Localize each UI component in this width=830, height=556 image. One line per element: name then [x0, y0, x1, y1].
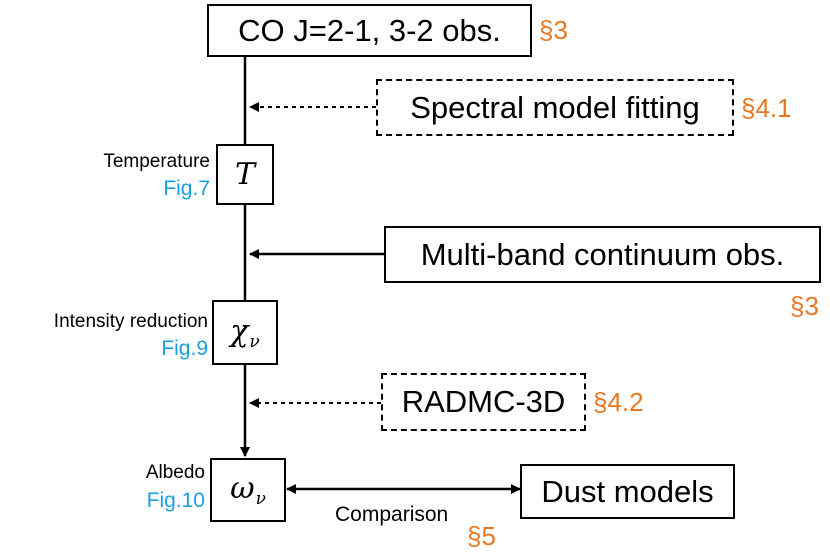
multiband-ref: §3 [790, 291, 819, 321]
co-obs-label: CO J=2-1, 3-2 obs. [238, 12, 501, 48]
dust-models-box: Dust models [520, 464, 735, 519]
temperature-caption: Temperature [103, 151, 210, 172]
intensity-fig-ref: Fig.9 [161, 337, 208, 360]
spectral-fit-label: Spectral model fitting [410, 89, 700, 125]
comparison-ref: §5 [467, 521, 496, 551]
albedo-fig-ref: Fig.10 [146, 489, 205, 512]
albedo-symbol: ων [230, 471, 266, 509]
intensity-symbol: χν [230, 313, 260, 352]
multiband-label: Multi-band continuum obs. [420, 236, 785, 272]
spectral-fit-box: Spectral model fitting [376, 79, 734, 136]
radmc-box: RADMC-3D [381, 373, 586, 431]
co-obs-box: CO J=2-1, 3-2 obs. [207, 4, 532, 57]
albedo-node: ων [210, 458, 286, 522]
intensity-caption: Intensity reduction [53, 311, 208, 332]
co-obs-ref: §3 [539, 15, 568, 45]
temperature-fig-ref: Fig.7 [163, 177, 210, 200]
intensity-node: χν [212, 300, 278, 365]
multiband-box: Multi-band continuum obs. [384, 226, 821, 283]
temperature-node: T [216, 144, 274, 205]
albedo-caption: Albedo [145, 462, 205, 483]
dust-models-label: Dust models [541, 473, 714, 509]
temperature-symbol: T [234, 157, 255, 192]
radmc-ref: §4.2 [593, 387, 644, 417]
spectral-fit-ref: §4.1 [741, 93, 792, 123]
comparison-label: Comparison [335, 503, 449, 526]
radmc-label: RADMC-3D [401, 384, 566, 419]
